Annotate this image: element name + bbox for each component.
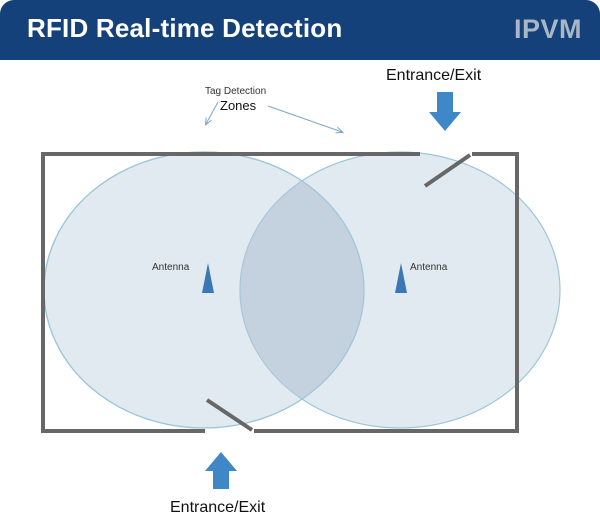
- antenna-left-icon: [202, 263, 214, 293]
- pointer-right-icon: [267, 105, 342, 132]
- entrance-exit-top-label: Entrance/Exit: [386, 67, 482, 84]
- antenna-left-label: Antenna: [152, 262, 190, 273]
- detection-zone-overlap: [240, 152, 364, 428]
- brand-logo: IPVM: [513, 14, 582, 44]
- door-top: [423, 153, 472, 188]
- pointer-left-icon: [206, 101, 219, 124]
- header-bar: RFID Real-time Detection IPVM: [0, 0, 600, 60]
- page-title: RFID Real-time Detection: [27, 13, 343, 43]
- entrance-exit-bottom-label: Entrance/Exit: [170, 499, 266, 516]
- arrow-down-icon: [429, 92, 461, 131]
- diagram-canvas: Antenna Antenna Tag Detection Zones Entr…: [41, 67, 561, 516]
- rfid-diagram: Antenna Antenna Tag Detection Zones Entr…: [0, 60, 600, 528]
- antenna-right-icon: [395, 263, 407, 293]
- tag-detection-label: Tag Detection: [205, 86, 266, 97]
- zones-label: Zones: [220, 98, 257, 113]
- door-bottom: [205, 398, 254, 432]
- room-walls: [41, 152, 519, 433]
- antenna-right-label: Antenna: [410, 262, 448, 273]
- arrow-up-icon: [205, 452, 237, 489]
